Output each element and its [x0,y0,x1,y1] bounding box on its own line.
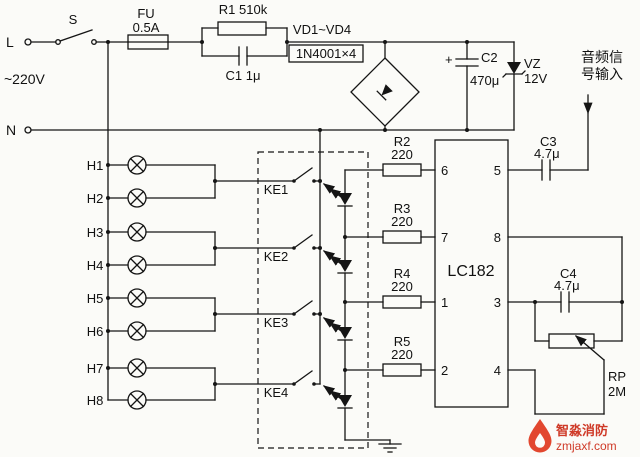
r1-label: R1 510k [219,2,268,17]
ic-pin-label: 1 [441,295,448,310]
lamp-h7: H7 [87,358,147,378]
relay-label: KE4 [264,385,289,400]
resistor-r5: R5 220 [382,334,422,377]
lamps-column: H1 H2 H3 H4 H5 H6 H7 H8 [87,155,147,410]
ic-pin-label: 2 [441,363,448,378]
lamp-h2: H2 [87,188,147,208]
resistor-r3: R3 220 [382,201,422,244]
mains-voltage-label: ~220V [4,71,46,87]
lamp-h5: H5 [87,288,147,308]
rp-name-label: RP [608,369,626,384]
lamp-label: H6 [87,324,104,339]
audio-input-line1: 音频信 [581,49,623,65]
l-label: L [6,34,14,50]
junction-dots [106,40,624,386]
lamp-label: H8 [87,393,104,408]
flame-icon [528,419,552,453]
watermark-site: zmjaxf.com [556,439,617,453]
lamp-h4: H4 [87,255,147,275]
ground-symbol [378,439,402,453]
capacitor-c3: C3 4.7μ [534,134,560,181]
resistor-r1: R1 510k [217,2,268,36]
fuse-fu: FU 0.5A [127,6,169,50]
ic-pin-label: 7 [441,230,448,245]
lamp-label: H3 [87,225,104,240]
lamp-label: H4 [87,258,104,273]
zener-vz: VZ 12V [502,56,547,86]
lamp-label: H5 [87,291,104,306]
c3-name-label: C3 [540,134,557,149]
resistor-name-label: R5 [394,334,411,349]
potentiometer-rp: RP 2M [548,333,626,399]
resistor-name-label: R2 [394,134,411,149]
lamp-h6: H6 [87,321,147,341]
resistor-name-label: R3 [394,201,411,216]
led-icon [337,260,353,274]
ic-pin-label: 6 [441,163,448,178]
n-label: N [6,122,16,138]
led-icon [337,395,353,409]
relay-ke1: KE1 [264,167,353,207]
bridge-rectifier: VD1~VD4 1N4001×4 [288,22,420,127]
watermark: 智淼消防 zmjaxf.com [528,419,617,453]
vd-type-label: 1N4001×4 [296,46,356,61]
c3-value-label: 4.7μ [534,146,560,161]
lamp-h3: H3 [87,222,147,242]
vd-range-label: VD1~VD4 [293,22,351,37]
lamp-h1: H1 [87,155,147,175]
c2-name-label: C2 [481,50,498,65]
relay-label: KE3 [264,315,289,330]
switch-label: S [69,12,78,27]
fuse-name-label: FU [137,6,154,21]
resistor-name-label: R4 [394,266,411,281]
watermark-brand: 智淼消防 [556,423,608,438]
c4-value-label: 4.7μ [554,278,580,293]
rp-value-label: 2M [608,384,626,399]
fuse-value-label: 0.5A [133,20,160,35]
lamp-h8: H8 [87,390,147,410]
c2-value-label: 470μ [470,73,499,88]
vz-name-label: VZ [524,56,541,71]
relay-ke2: KE2 [264,234,353,274]
ic-pin-label: 4 [494,363,501,378]
led-icon [337,327,353,341]
lamp-label: H7 [87,361,104,376]
audio-input-line2: 号输入 [581,66,623,82]
resistor-value-label: 220 [391,147,413,162]
capacitor-c1: C1 1μ [226,46,261,83]
switch-s: S [55,12,97,45]
relay-ke3: KE3 [264,300,353,341]
resistor-r2: R2 220 [382,134,422,177]
wire-segments [30,27,623,441]
relay-label: KE2 [264,249,289,264]
resistor-value-label: 220 [391,279,413,294]
c4-name-label: C4 [560,266,577,281]
relay-label: KE1 [264,182,289,197]
lamp-label: H1 [87,158,104,173]
mains-l-terminal: L [6,34,32,50]
capacitor-c4: C4 4.7μ [554,266,580,313]
capacitor-c2: + C2 470μ [445,50,499,88]
ic-pin-label: 3 [494,295,501,310]
bridge-diode-icon [376,84,393,101]
resistor-value-label: 220 [391,214,413,229]
c1-label: C1 1μ [226,68,261,83]
optocoupler-dashed-box [257,151,369,449]
lamp-label: H2 [87,191,104,206]
c2-plus-sign: + [445,52,453,67]
vz-value-label: 12V [524,71,547,86]
ic-pin-label: 5 [494,163,501,178]
ic-lc182: LC182 6 7 1 2 5 8 3 4 [434,139,509,408]
ic-name-label: LC182 [447,263,494,280]
audio-input-label: 音频信 号输入 [581,49,623,82]
led-icon [337,193,353,207]
ic-pin-label: 8 [494,230,501,245]
mains-n-terminal: N [6,122,32,138]
relay-ke4: KE4 [264,370,353,409]
resistor-r4: R4 220 [382,266,422,309]
resistor-value-label: 220 [391,347,413,362]
